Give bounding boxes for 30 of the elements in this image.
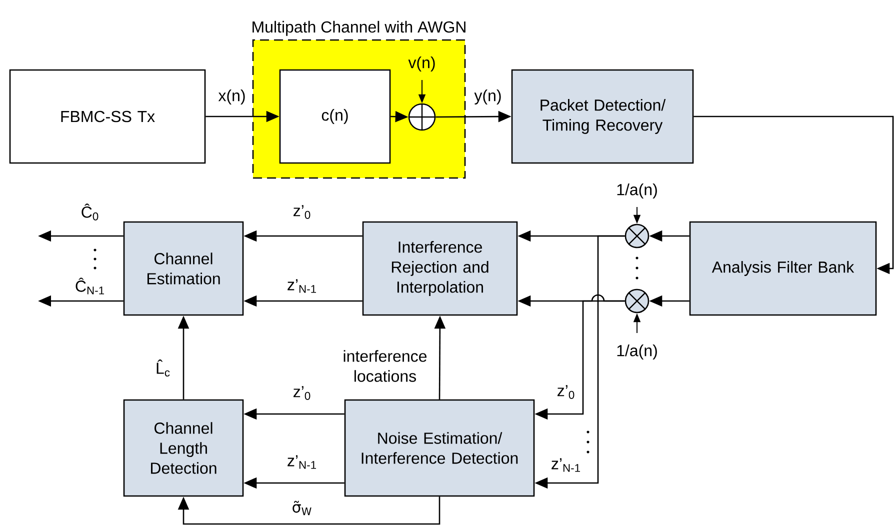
- multiplier-symbol: [624, 288, 650, 314]
- edge-label: z’$_{0}$: [558, 385, 574, 399]
- edge-label: interference locations: [344, 350, 427, 382]
- edge-label: Ĉ$_{0}$: [82, 204, 98, 220]
- edge-label: z’$_{N-1}$: [552, 458, 580, 472]
- arrow: [694, 116, 894, 274]
- edge-label: z’$_{0}$: [294, 205, 310, 219]
- edge-label: σ̃$_{W}$: [292, 500, 312, 516]
- edge-label: L̂$_{c}$: [156, 359, 170, 376]
- edge-label: v(n): [408, 56, 435, 72]
- process-block: Channel Length Detection: [123, 399, 244, 497]
- process-block: Channel Estimation: [123, 221, 244, 316]
- arrow: [178, 496, 440, 525]
- process-block: Interference Rejection and Interpolation: [362, 221, 518, 316]
- edge-label: 1/a(n): [617, 344, 657, 360]
- process-block: Analysis Filter Bank: [689, 221, 877, 316]
- process-block: Noise Estimation/ Interference Detection: [344, 399, 535, 497]
- region-title: Multipath Channel with AWGN: [252, 20, 466, 36]
- process-block: c(n): [279, 69, 391, 164]
- multiplier-symbol: [624, 224, 650, 248]
- edge-label: z’$_{N-1}$: [288, 279, 316, 293]
- edge-label: z’$_{N-1}$: [288, 455, 316, 469]
- edge-label: y(n): [474, 90, 501, 104]
- edge-label: 1/a(n): [617, 184, 657, 198]
- edge-label: Ĉ$_{N-1}$: [76, 278, 104, 294]
- process-block: Packet Detection/ Timing Recovery: [511, 69, 694, 164]
- edge-label: z’$_{0}$: [294, 386, 310, 400]
- process-block: FBMC-SS Tx: [9, 69, 206, 164]
- edge-label: x(n): [218, 90, 245, 104]
- adder-symbol: [408, 103, 436, 131]
